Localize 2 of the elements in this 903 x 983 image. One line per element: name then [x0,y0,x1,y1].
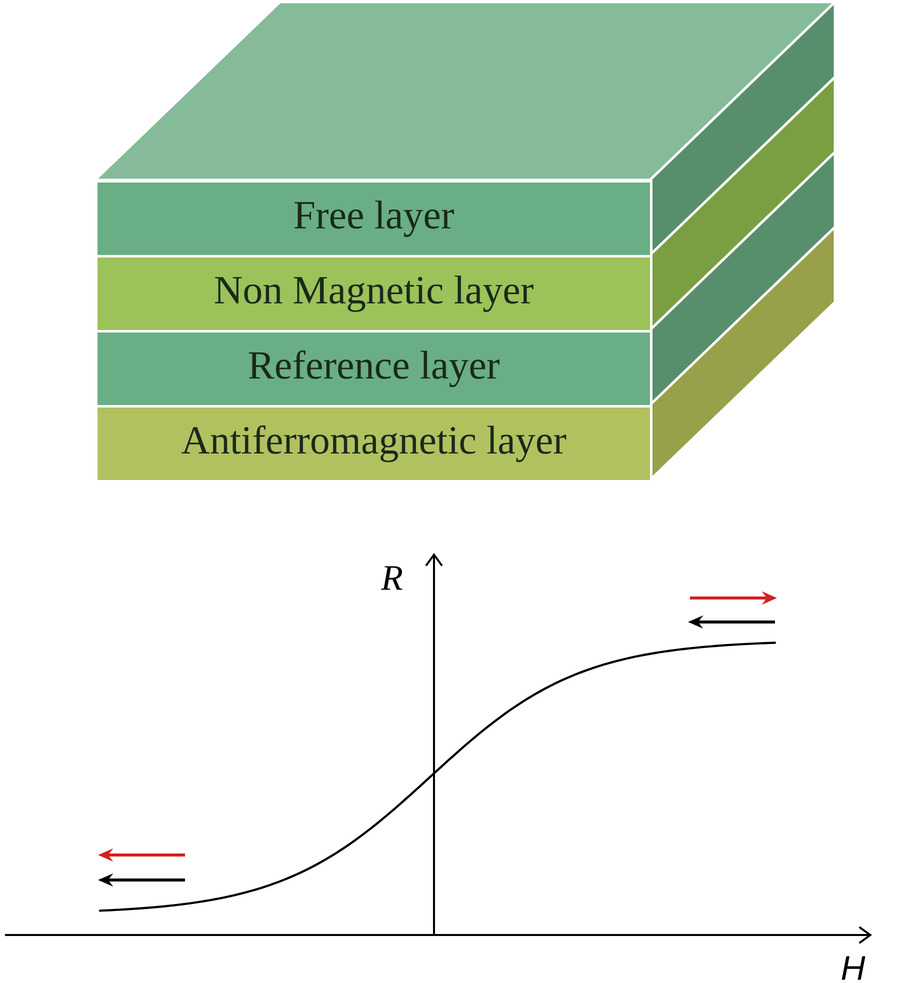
axis-label: H [842,956,866,980]
axis-label: R [380,566,402,590]
